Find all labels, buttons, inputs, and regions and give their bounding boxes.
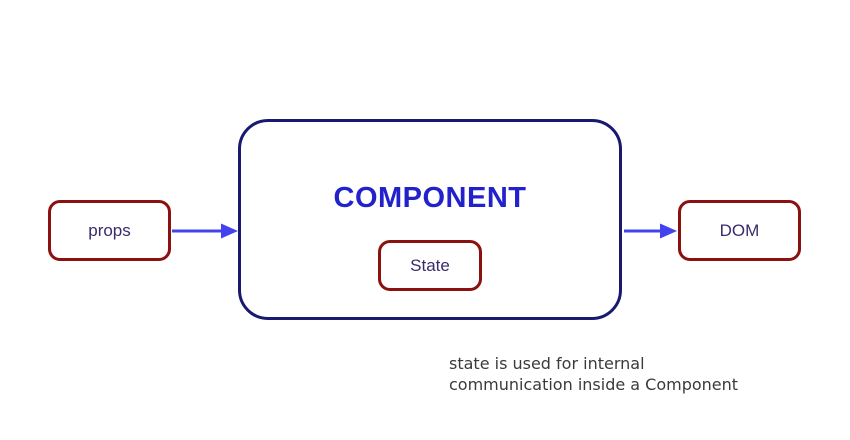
component-title: COMPONENT (333, 182, 527, 214)
caption-line-2: communication inside a Component (449, 375, 739, 394)
component-box: COMPONENT State (238, 119, 622, 320)
state-box-label: State (410, 255, 450, 275)
caption-line-1: state is used for internal (449, 354, 645, 373)
dom-box-label: DOM (719, 220, 760, 240)
dom-box: DOM (678, 200, 801, 261)
props-to-component-arrow (172, 223, 238, 239)
component-to-dom-arrow (624, 223, 677, 239)
props-box: props (48, 200, 171, 261)
state-box: State (378, 240, 482, 291)
props-box-label: props (88, 220, 131, 240)
caption: state is used for internal communication… (449, 353, 738, 395)
